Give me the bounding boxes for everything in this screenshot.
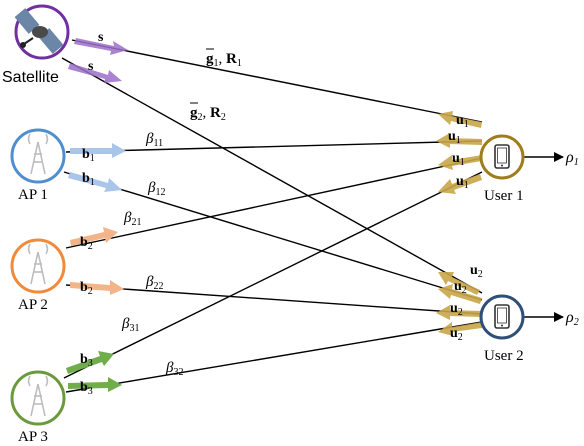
ap2-label: AP 2 xyxy=(18,297,48,313)
b3-arrow-1 xyxy=(66,351,114,374)
s-label-1: s xyxy=(98,30,104,45)
b3-label-2: b3 xyxy=(80,380,93,397)
b2-arrow-1 xyxy=(70,227,118,246)
ap1-ring xyxy=(10,128,66,184)
tower-icon xyxy=(27,375,49,417)
b3-arrow-2 xyxy=(68,377,122,392)
link-ap2-user1 xyxy=(65,157,483,249)
link-ap3-user2 xyxy=(65,321,483,393)
beta21-label: β21 xyxy=(123,210,141,228)
user2-output-label: ρ2 xyxy=(565,309,579,328)
u1-label-1: u1 xyxy=(456,113,469,130)
u2-arrow-1 xyxy=(438,272,480,295)
link-ap3-user1 xyxy=(63,171,483,379)
u1-label-4: u1 xyxy=(456,174,469,191)
link-ap1-user2 xyxy=(63,171,483,301)
ap1-node: AP 1 xyxy=(10,128,66,203)
link-ap2-user2 xyxy=(65,284,483,315)
user1-node: User 1 ρ1 xyxy=(479,134,579,204)
s-arrow-2 xyxy=(68,63,122,83)
u1-arrow-1 xyxy=(438,111,482,128)
u2-label-3: u2 xyxy=(450,301,463,318)
b3-label-1: b3 xyxy=(80,352,93,369)
ap3-label: AP 3 xyxy=(18,429,48,445)
user1-label: User 1 xyxy=(484,188,524,204)
b2-arrow-2 xyxy=(70,280,124,295)
u1-arrow-4 xyxy=(438,174,482,194)
user2-node: User 2 ρ2 xyxy=(479,294,579,364)
b1-label-2: b1 xyxy=(82,171,95,188)
ap1-label: AP 1 xyxy=(18,187,48,203)
beta32-label: β32 xyxy=(165,360,183,378)
b2-label-1: b2 xyxy=(80,235,93,252)
b1-arrow-2 xyxy=(68,172,122,192)
u1-label-3: u1 xyxy=(452,151,465,168)
beta11-label: β11 xyxy=(145,131,163,149)
u2-label-1: u2 xyxy=(470,263,483,280)
u2-arrow-3 xyxy=(436,305,482,320)
g2-R2-label: g2, R2 xyxy=(190,105,226,123)
satellite-node: Satellite xyxy=(2,4,70,86)
tower-icon xyxy=(27,133,49,175)
u2-arrow-2 xyxy=(438,284,482,304)
channel-lines xyxy=(61,39,564,393)
u2-label-4: u2 xyxy=(450,326,463,343)
u1-arrow-3 xyxy=(438,155,482,170)
beta31-label: β31 xyxy=(121,316,139,334)
ap3-ring xyxy=(10,370,66,426)
ap2-node: AP 2 xyxy=(10,238,66,313)
b2-label-2: b2 xyxy=(80,280,93,297)
s-label-2: s xyxy=(88,59,94,74)
beta22-label: β22 xyxy=(145,274,163,292)
user2-label: User 2 xyxy=(484,348,524,364)
signal-labels: s s b1 b1 b2 b2 b3 b3 u1 u1 u1 u1 xyxy=(80,30,483,397)
b1-arrow-1 xyxy=(70,143,126,158)
link-sat-user1 xyxy=(71,39,483,123)
user1-output-label: ρ1 xyxy=(565,149,579,168)
satellite-label: Satellite xyxy=(2,69,59,86)
u2-label-2: u2 xyxy=(454,279,467,296)
channel-labels: g1, R1 g2, R2 β11 β12 β21 β22 β31 β32 xyxy=(121,48,242,378)
tower-icon xyxy=(27,243,49,285)
satellite-icon xyxy=(14,8,64,54)
phone-icon xyxy=(494,144,510,169)
beta12-label: β12 xyxy=(147,180,165,198)
b1-label-1: b1 xyxy=(82,147,95,164)
signal-arrows xyxy=(66,38,482,392)
s-arrow-1 xyxy=(74,38,128,55)
link-sat-user2 xyxy=(61,57,483,294)
u1-label-2: u1 xyxy=(448,129,461,146)
u2-arrow-4 xyxy=(438,322,482,336)
g1-R1-label: g1, R1 xyxy=(206,51,242,69)
ap2-ring xyxy=(10,238,66,294)
link-ap1-user1 xyxy=(65,140,483,153)
u1-arrow-2 xyxy=(436,133,482,148)
ap3-node: AP 3 xyxy=(10,370,66,445)
phone-icon xyxy=(494,304,510,329)
